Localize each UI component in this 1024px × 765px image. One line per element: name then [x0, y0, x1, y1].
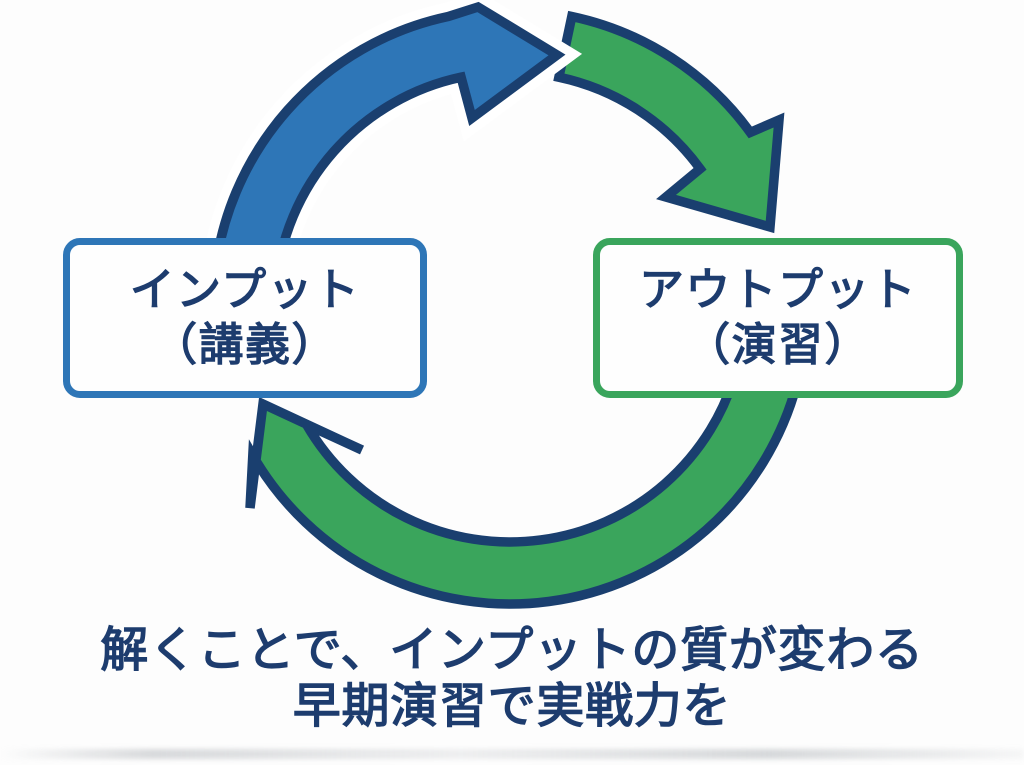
input-box: インプット （講義） [63, 238, 427, 398]
bottom-edge-artifact [0, 749, 1024, 759]
caption-line-2: 早期演習で実戦力を [292, 680, 732, 734]
caption: 解くことで、インプットの質が変わる 早期演習で実戦力を [0, 623, 1024, 735]
input-box-title: インプット [129, 264, 361, 316]
output-box-subtitle: （演習） [685, 319, 871, 370]
blue-input-arrow-icon [208, 1, 566, 292]
green-return-arrow-icon [245, 361, 803, 609]
caption-line-1: 解くことで、インプットの質が変わる [100, 624, 924, 677]
green-output-arrow-icon [553, 10, 785, 234]
output-box: アウトプット （演習） [593, 238, 963, 398]
input-box-subtitle: （講義） [152, 319, 338, 370]
output-box-title: アウトプット [638, 264, 918, 316]
